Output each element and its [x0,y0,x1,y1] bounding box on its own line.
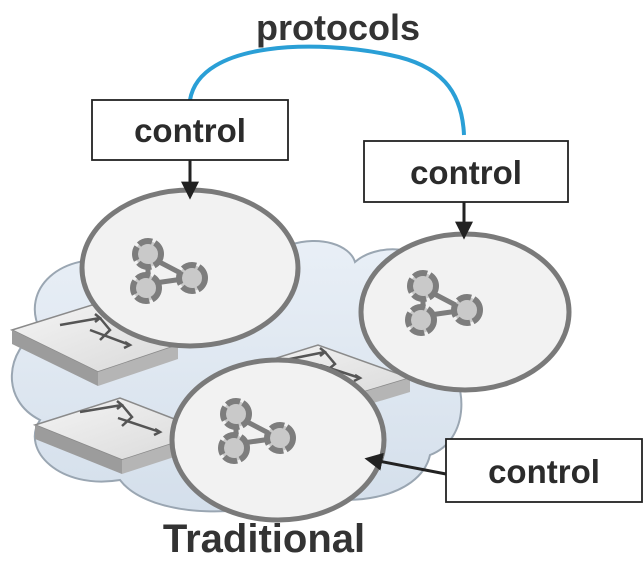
traditional-label: Traditional [163,517,365,561]
protocol-link [188,44,466,136]
control-box-right: control [363,140,569,203]
switch-slab-left [9,304,181,386]
control-box-label: control [488,453,600,490]
controller-disk-bottom [169,357,387,523]
control-box-label: control [134,112,246,149]
protocols-label: protocols [256,7,420,48]
control-box-label: control [410,154,522,191]
control-box-top-left: control [91,99,289,161]
arrow-control-3 [364,452,447,476]
controller-disk-top-left [79,187,301,349]
controller-disk-right [358,231,572,393]
control-box-bottom-right: control [445,438,643,503]
